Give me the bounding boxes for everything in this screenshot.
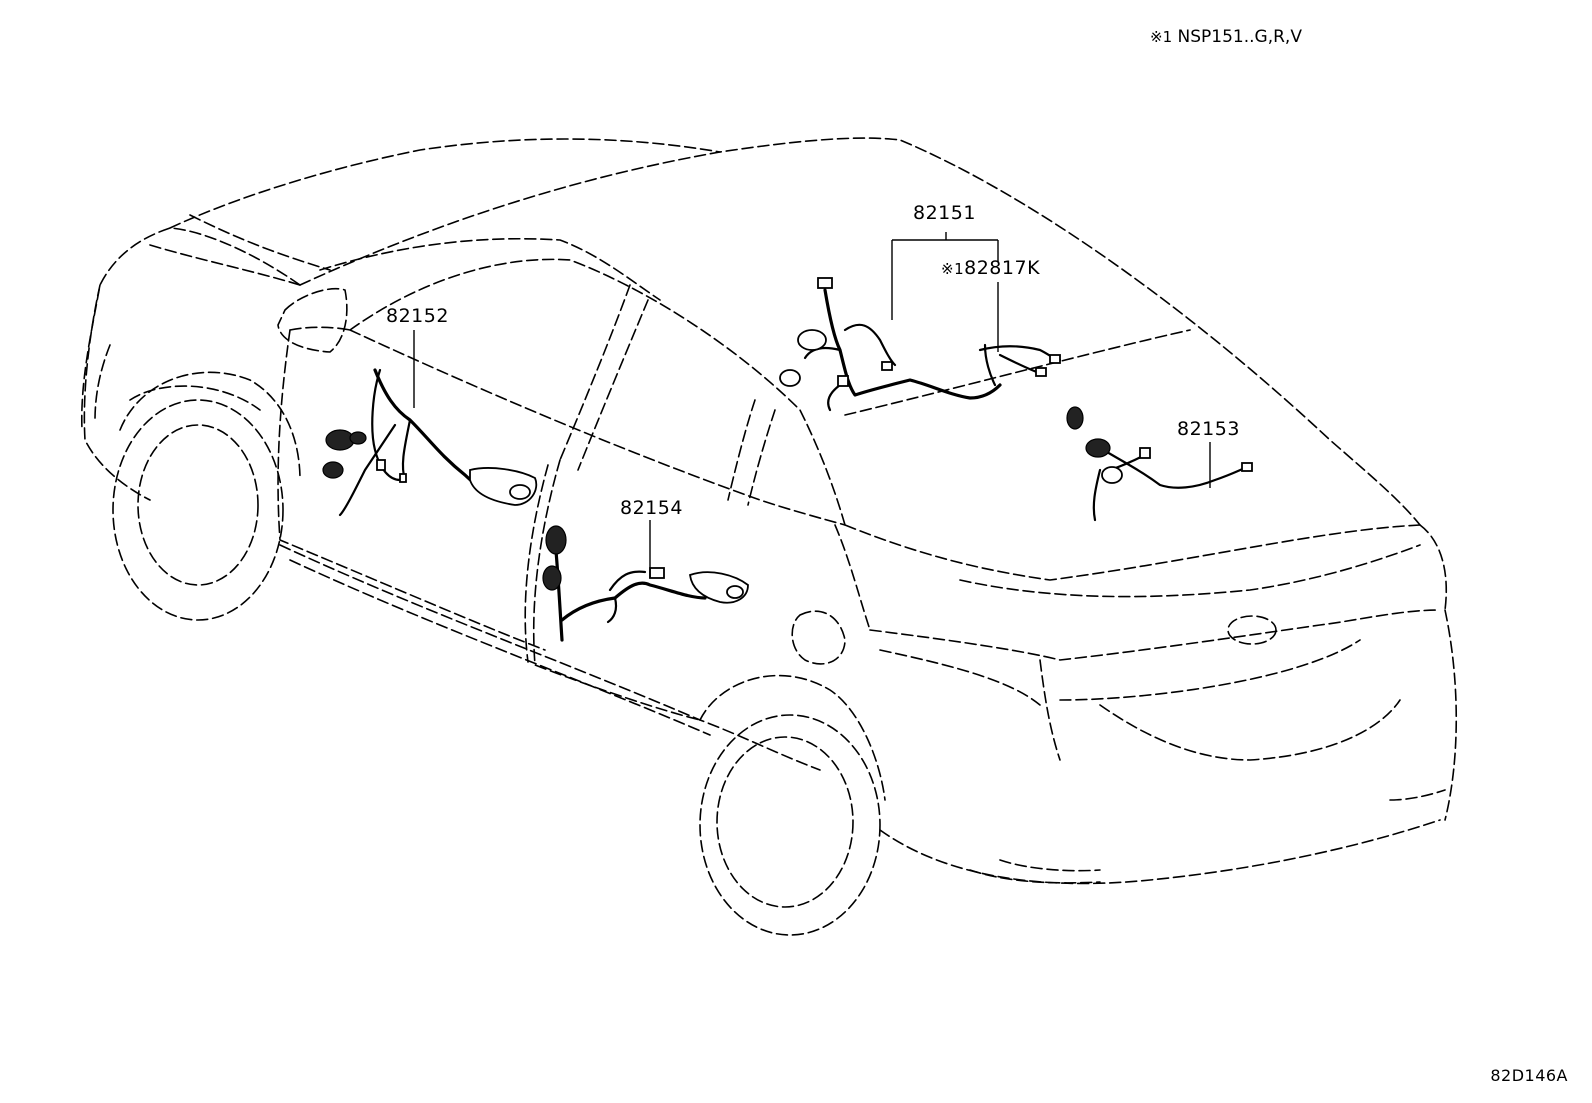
part-label-82151: 82151 bbox=[913, 202, 976, 224]
harness-82152 bbox=[322, 368, 538, 517]
part-label-82154: 82154 bbox=[620, 497, 683, 519]
part-label-82153: 82153 bbox=[1177, 418, 1240, 440]
part-label-82817k: ※182817K bbox=[941, 257, 1040, 279]
part-82817k-mark: ※1 bbox=[941, 260, 965, 278]
model-note: ※1 NSP151..G,R,V bbox=[1150, 27, 1302, 47]
harness-82151 bbox=[779, 277, 1002, 412]
part-82817k-number: 82817K bbox=[964, 257, 1041, 279]
car-body-outline bbox=[80, 137, 1457, 936]
harness-82153 bbox=[1066, 406, 1253, 522]
harness-82154 bbox=[542, 525, 749, 642]
note-text: NSP151..G,R,V bbox=[1177, 27, 1302, 47]
drawing-code: 82D146A bbox=[1490, 1066, 1568, 1085]
part-label-82152: 82152 bbox=[386, 305, 449, 327]
note-mark: ※1 bbox=[1150, 28, 1173, 46]
leader-lines bbox=[413, 232, 1211, 578]
